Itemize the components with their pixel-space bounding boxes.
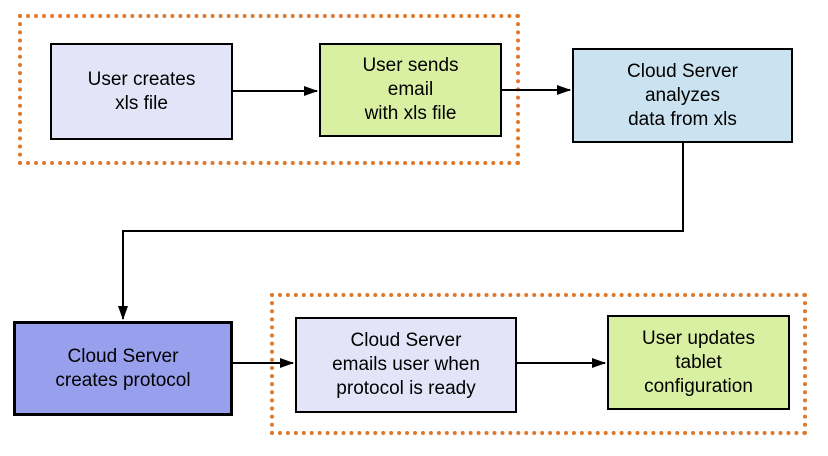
node-label: User updates tablet configuration	[641, 327, 755, 397]
node-label: Cloud Server emails user when protocol i…	[332, 330, 480, 399]
node-user-updates-tablet[interactable]: User updates tablet configuration	[607, 315, 790, 410]
node-label: User sends email with xls file	[362, 55, 459, 124]
node-user-sends-email[interactable]: User sends email with xls file	[319, 43, 502, 137]
node-cloud-analyzes-data[interactable]: Cloud Server analyzes data from xls	[572, 48, 793, 143]
node-cloud-creates-protocol[interactable]: Cloud Server creates protocol	[13, 321, 233, 416]
node-label: User creates xls file	[87, 68, 196, 114]
node-user-creates-xls[interactable]: User creates xls file	[50, 43, 233, 140]
node-cloud-emails-user[interactable]: Cloud Server emails user when protocol i…	[295, 317, 517, 413]
node-label: Cloud Server creates protocol	[55, 345, 191, 391]
node-label: Cloud Server analyzes data from xls	[627, 60, 738, 130]
